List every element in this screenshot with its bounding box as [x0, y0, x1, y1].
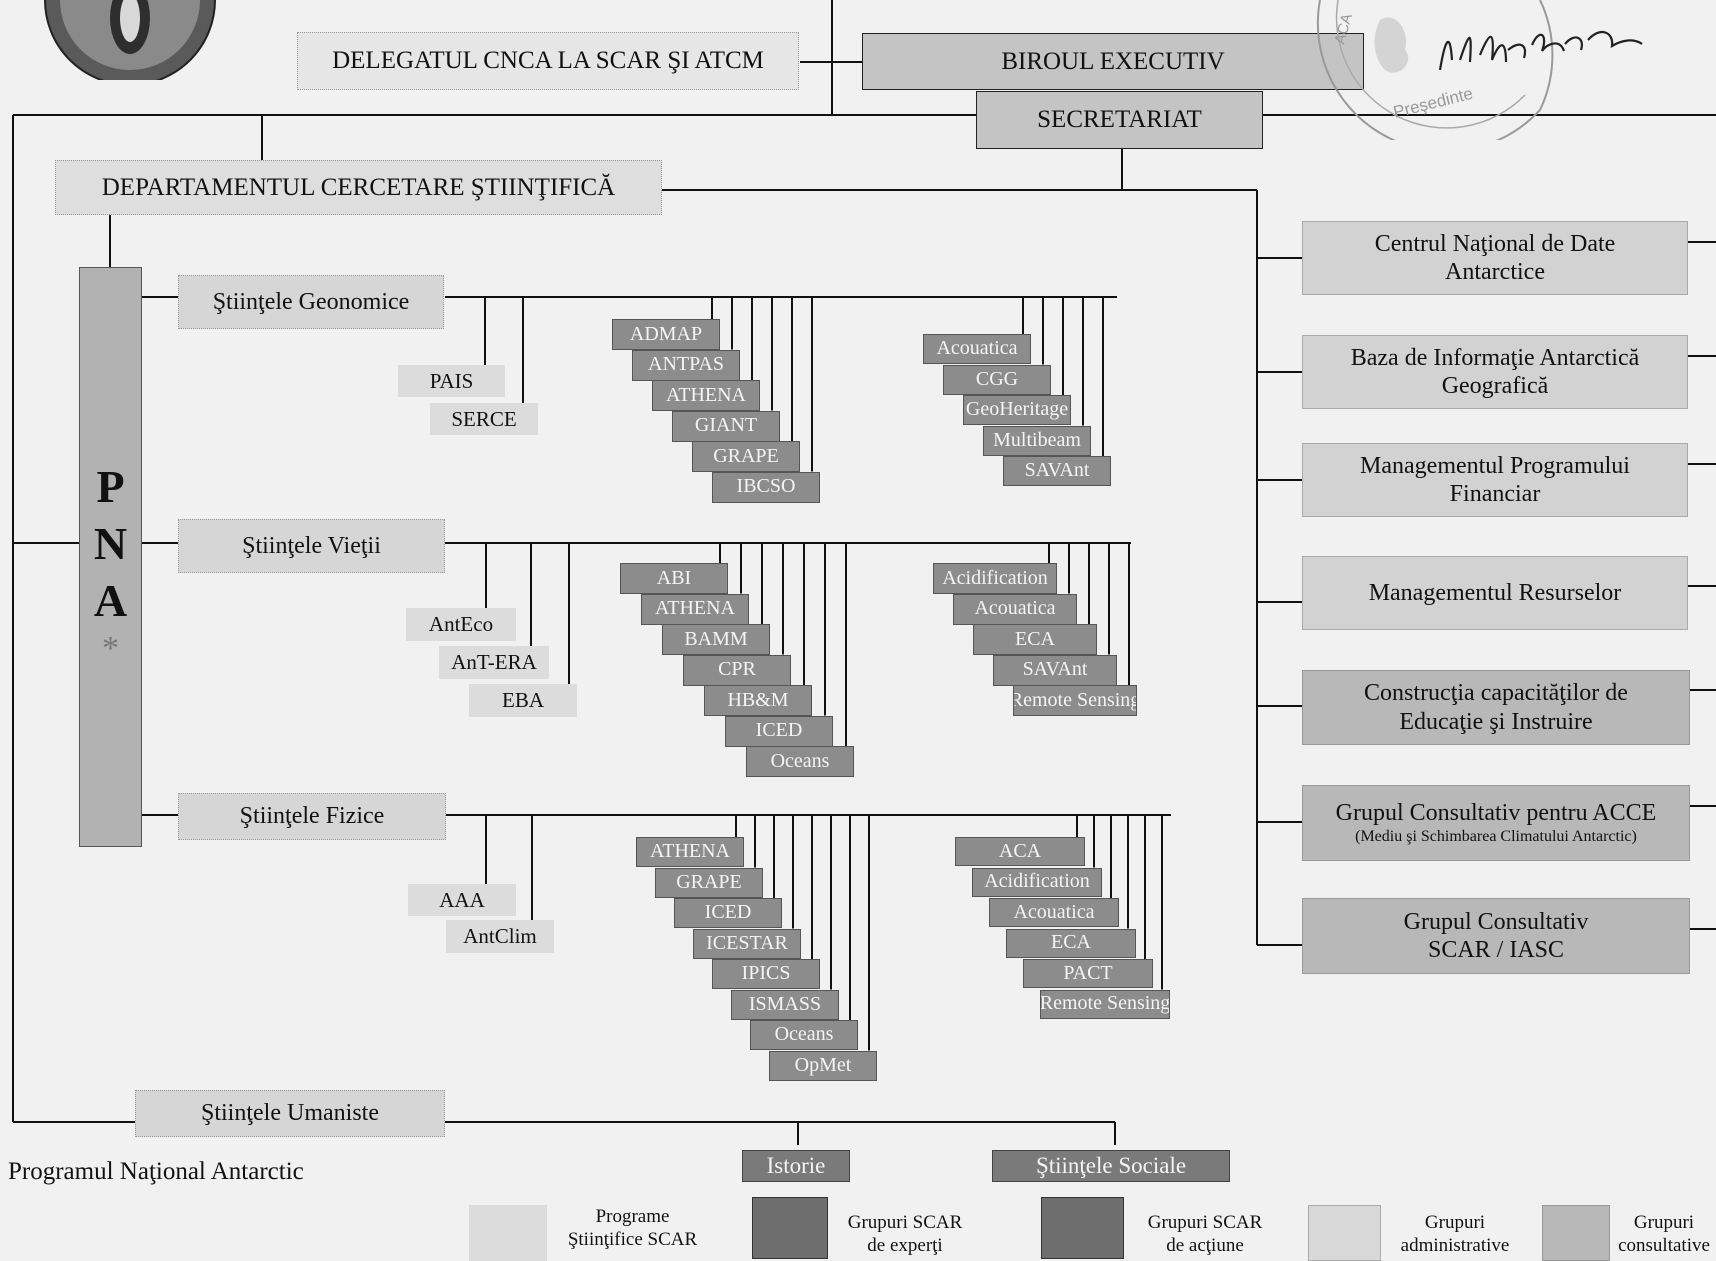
admin-line: Centrul Naţional de Date: [1374, 230, 1616, 257]
program-eba[interactable]: EBA: [469, 684, 577, 717]
program-serce[interactable]: SERCE: [430, 403, 538, 435]
expert-group-cpr[interactable]: CPR: [683, 654, 791, 686]
executive-bureau-box[interactable]: BIROUL EXECUTIV: [862, 33, 1364, 90]
admin-line: Geografică: [1441, 373, 1549, 399]
action-group-multibeam[interactable]: Multibeam: [983, 425, 1091, 456]
pna-footnote: Programul Naţional Antarctic: [8, 1158, 304, 1185]
admin-line: Antarctice: [1445, 259, 1545, 285]
secretariat-box[interactable]: SECRETARIAT: [976, 91, 1263, 149]
cons-line: Grupul Consultativ pentru ACCE: [1335, 800, 1657, 827]
consultative-group-acce[interactable]: Grupul Consultativ pentru ACCE(Mediu şi …: [1302, 785, 1690, 861]
action-group-acouatica[interactable]: Acouatica: [953, 593, 1077, 625]
pna-letter-p: P: [96, 461, 125, 512]
program-ant-era[interactable]: AnT-ERA: [439, 646, 549, 679]
cons-line: Construcţia capacităţilor de: [1364, 680, 1628, 707]
domain-phys[interactable]: Ştiinţele Fizice: [178, 793, 446, 840]
admin-line: Managementul Resurselor: [1368, 579, 1622, 606]
expert-group-antpas[interactable]: ANTPAS: [632, 349, 740, 381]
presidential-stamp: ACA Preşedinte: [1316, 0, 1643, 140]
expert-group-hb-m[interactable]: HB&M: [704, 685, 812, 716]
action-group-eca[interactable]: ECA: [1006, 928, 1136, 958]
action-group-savant[interactable]: SAVAnt: [1003, 456, 1111, 486]
cons-line: Grupul Consultativ: [1403, 908, 1589, 935]
expert-group-grape[interactable]: GRAPE: [692, 441, 800, 472]
delegate-box[interactable]: DELEGATUL CNCA LA SCAR ŞI ATCM: [297, 32, 799, 90]
expert-group-athena[interactable]: ATHENA: [652, 380, 760, 411]
expert-group-ismass[interactable]: ISMASS: [731, 989, 839, 1020]
action-group-acouatica[interactable]: Acouatica: [923, 334, 1031, 364]
expert-group-opmet[interactable]: OpMet: [769, 1050, 877, 1081]
legend-swatch-admin: [1308, 1205, 1381, 1261]
domain-geo[interactable]: Ştiinţele Geonomice: [178, 275, 444, 329]
action-group-cgg[interactable]: CGG: [943, 364, 1051, 395]
action-group-pact[interactable]: PACT: [1023, 959, 1153, 988]
pna-asterisk: *: [102, 630, 119, 667]
action-group-istorie[interactable]: Istorie: [742, 1150, 850, 1182]
cons-line: Educaţie şi Instruire: [1399, 708, 1593, 735]
expert-group-oceans[interactable]: Oceans: [746, 746, 854, 777]
program-antclim[interactable]: AntClim: [446, 920, 554, 953]
action-group-remote-sensing[interactable]: Remote Sensing: [1013, 685, 1137, 716]
action-group-aca[interactable]: ACA: [955, 837, 1085, 866]
pna-letter-n: N: [93, 518, 128, 569]
expert-group-athena[interactable]: ATHENA: [636, 837, 744, 867]
admin-line: Financiar: [1449, 481, 1541, 507]
expert-group-giant[interactable]: GIANT: [672, 410, 780, 442]
domain-life[interactable]: Ştiinţele Vieţii: [178, 519, 445, 573]
research-department-box[interactable]: DEPARTAMENTUL CERCETARE ŞTIINŢIFICĂ: [55, 160, 662, 215]
action-group-acouatica[interactable]: Acouatica: [989, 898, 1119, 927]
expert-group-bamm[interactable]: BAMM: [662, 624, 770, 655]
action-group-social-sciences[interactable]: Ştiinţele Sociale: [992, 1150, 1230, 1182]
legend-swatch-experts: [752, 1197, 828, 1259]
cons-note: (Mediu şi Schimbarea Climatului Antarcti…: [1355, 827, 1637, 845]
domain-humanities[interactable]: Ştiinţele Umaniste: [135, 1090, 445, 1137]
expert-group-admap[interactable]: ADMAP: [612, 319, 720, 350]
admin-line: Managementul Programului: [1360, 452, 1630, 479]
legend-swatch-consultative: [1542, 1205, 1610, 1261]
action-group-acidification[interactable]: Acidification: [933, 563, 1057, 594]
action-group-geoheritage[interactable]: GeoHeritage: [963, 395, 1071, 425]
admin-line: Baza de Informaţie Antarctică: [1350, 344, 1640, 371]
admin-group-resources[interactable]: Managementul Resurselor: [1302, 556, 1688, 630]
action-group-eca[interactable]: ECA: [973, 624, 1097, 655]
action-group-remote-sensing[interactable]: Remote Sensing: [1040, 989, 1170, 1019]
expert-group-grape[interactable]: GRAPE: [655, 867, 763, 898]
program-pais[interactable]: PAIS: [398, 365, 505, 397]
legend-swatch-programs: [469, 1205, 547, 1261]
expert-group-icestar[interactable]: ICESTAR: [693, 928, 801, 959]
expert-group-iced[interactable]: ICED: [725, 715, 833, 747]
expert-group-ibcso[interactable]: IBCSO: [712, 471, 820, 503]
pna-column[interactable]: P N A *: [79, 267, 142, 847]
program-aaa[interactable]: AAA: [408, 884, 516, 916]
stamp-text-top: ACA: [1331, 12, 1355, 46]
expert-group-ipics[interactable]: IPICS: [712, 959, 820, 989]
action-group-acidification[interactable]: Acidification: [972, 867, 1102, 897]
action-group-savant[interactable]: SAVAnt: [993, 654, 1117, 686]
legend-swatch-actions: [1041, 1197, 1124, 1259]
expert-group-abi[interactable]: ABI: [620, 563, 728, 594]
expert-group-athena[interactable]: ATHENA: [641, 593, 749, 625]
cons-line: SCAR / IASC: [1427, 937, 1565, 963]
expert-group-iced[interactable]: ICED: [674, 898, 782, 928]
stamp-text-bottom: Preşedinte: [1391, 84, 1474, 122]
medallion-seal: [44, 0, 216, 80]
expert-group-oceans[interactable]: Oceans: [750, 1020, 858, 1050]
program-anteco[interactable]: AntEco: [406, 608, 516, 641]
pna-letter-a: A: [93, 575, 128, 626]
